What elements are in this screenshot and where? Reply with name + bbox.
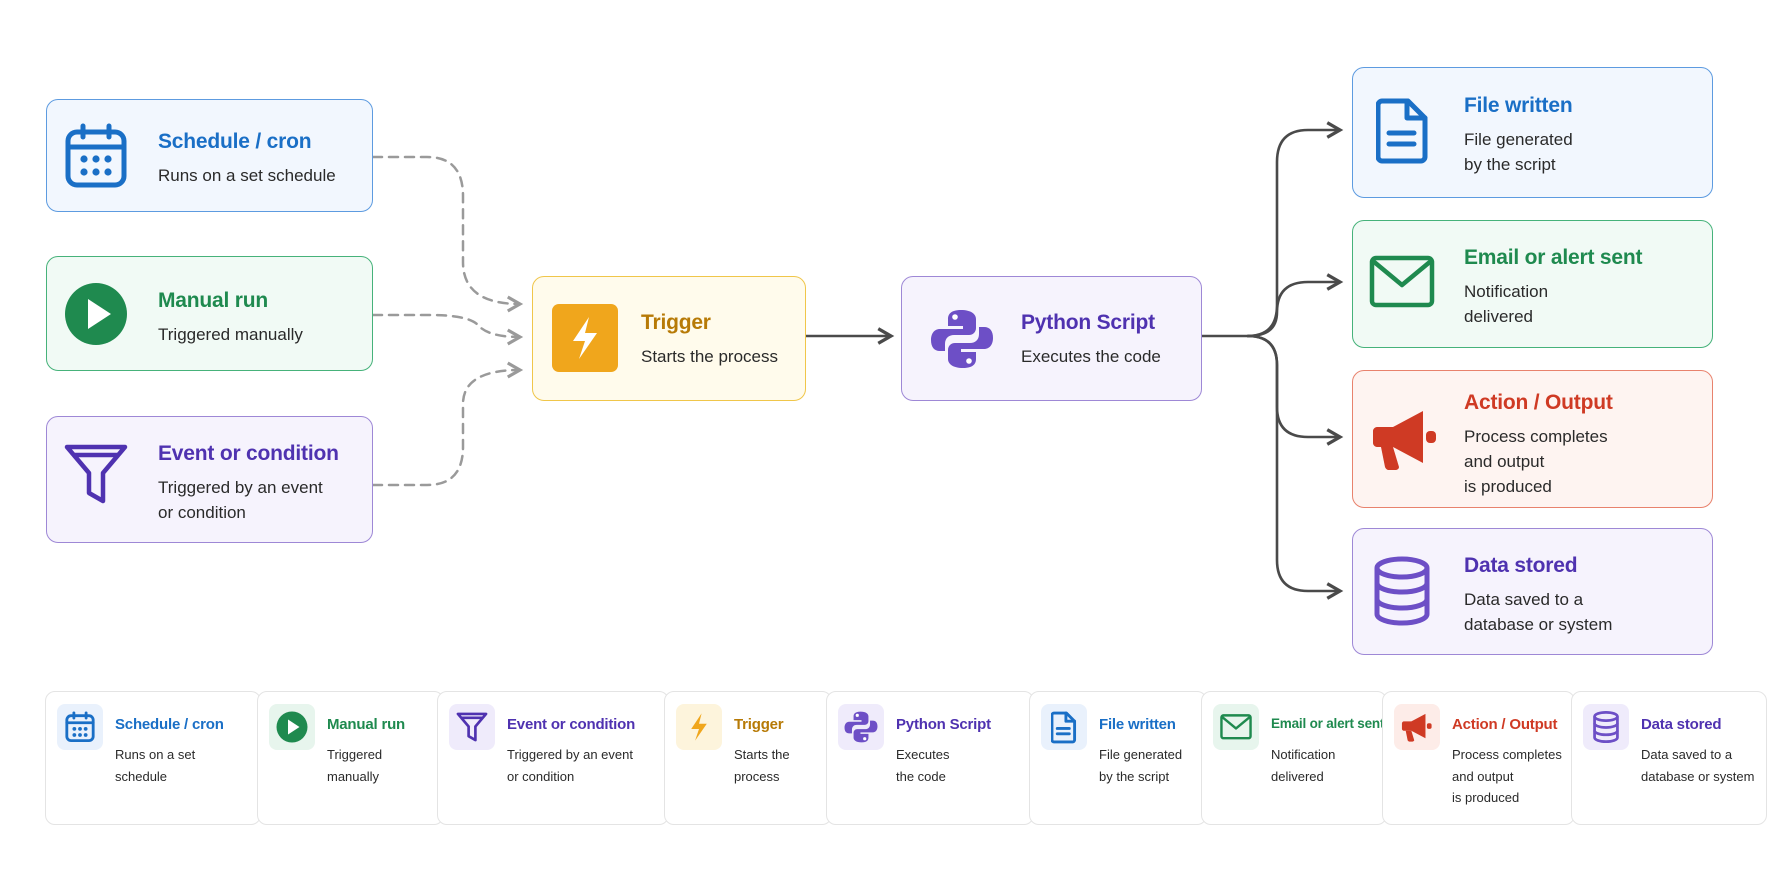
node-event-condition[interactable]: Event or condition Triggered by an event… (46, 416, 373, 543)
calendar-icon (57, 704, 103, 750)
envelope-icon (1213, 704, 1259, 750)
legend-item-file-written[interactable]: File written File generated by the scrip… (1029, 691, 1207, 825)
legend-title: Schedule / cron (115, 716, 224, 733)
legend-description: Triggered by an event or condition (507, 747, 633, 784)
play-icon (64, 282, 128, 346)
node-description: Runs on a set schedule (158, 166, 336, 185)
node-description: Process completes and output is produced (1464, 427, 1608, 496)
legend-description: Executes the code (896, 747, 950, 784)
legend-description: File generated by the script (1099, 747, 1183, 784)
node-title: File written (1464, 94, 1573, 117)
node-description: Starts the process (641, 347, 779, 366)
legend-description: Runs on a set schedule (115, 747, 196, 784)
node-description: Triggered manually (158, 325, 303, 344)
legend-item-action-output[interactable]: Action / Output Process completes and ou… (1382, 691, 1575, 825)
legend-title: Trigger (734, 716, 784, 733)
node-description: Executes the code (1021, 347, 1161, 366)
legend-title: Action / Output (1452, 716, 1558, 733)
connector-schedule-to-trigger (371, 155, 524, 313)
legend-title: Manual run (327, 716, 406, 733)
megaphone-icon (1394, 704, 1440, 750)
node-title: Action / Output (1464, 391, 1613, 414)
database-icon (1372, 556, 1432, 626)
legend-description: Notification delivered (1271, 747, 1336, 784)
legend-item-schedule-cron[interactable]: Schedule / cron Runs on a set schedule (45, 691, 261, 825)
python-icon (838, 704, 884, 750)
legend-item-manual-run[interactable]: Manual run Triggered manually (257, 691, 444, 825)
legend-title: Python Script (896, 716, 991, 733)
node-title: Event or condition (158, 442, 339, 465)
document-icon (1376, 97, 1430, 165)
node-title: Trigger (641, 311, 711, 334)
play-icon (269, 704, 315, 750)
legend-title: Email or alert sent (1271, 716, 1385, 731)
legend-strip: Schedule / cron Runs on a set schedule M… (45, 691, 1767, 827)
node-file-written[interactable]: File written File generated by the scrip… (1352, 67, 1713, 198)
node-action-output[interactable]: Action / Output Process completes and ou… (1352, 370, 1713, 508)
connector-script-to-email (1246, 273, 1344, 338)
envelope-icon (1369, 254, 1435, 310)
node-title: Python Script (1021, 311, 1155, 334)
node-email-alert[interactable]: Email or alert sent Notification deliver… (1352, 220, 1713, 348)
python-icon (930, 307, 994, 371)
node-description: Triggered by an event or condition (158, 478, 323, 522)
node-title: Manual run (158, 289, 269, 312)
legend-title: File written (1099, 716, 1176, 733)
document-icon (1041, 704, 1087, 750)
connector-script-to-file (1246, 121, 1344, 338)
calendar-icon (63, 122, 129, 190)
node-description: File generated by the script (1464, 130, 1573, 174)
lightning-icon (676, 704, 722, 750)
node-trigger[interactable]: Trigger Starts the process (532, 276, 806, 401)
funnel-icon (63, 441, 129, 507)
legend-title: Data stored (1641, 716, 1722, 733)
megaphone-icon (1371, 405, 1439, 473)
node-title: Data stored (1464, 554, 1578, 577)
legend-item-trigger[interactable]: Trigger Starts the process (664, 691, 832, 825)
node-python-script[interactable]: Python Script Executes the code (901, 276, 1202, 401)
node-schedule-cron[interactable]: Schedule / cron Runs on a set schedule (46, 99, 373, 212)
node-data-stored[interactable]: Data stored Data saved to a database or … (1352, 528, 1713, 655)
legend-description: Triggered manually (327, 747, 383, 784)
legend-item-event-condition[interactable]: Event or condition Triggered by an event… (437, 691, 669, 825)
legend-item-email-alert[interactable]: Email or alert sent Notification deliver… (1201, 691, 1387, 825)
node-description: Data saved to a database or system (1464, 590, 1613, 634)
connector-script-to-data (1246, 334, 1344, 600)
node-description: Notification delivered (1464, 282, 1549, 326)
connector-manual-to-trigger (371, 313, 524, 346)
legend-item-python-script[interactable]: Python Script Executes the code (826, 691, 1034, 825)
funnel-icon (449, 704, 495, 750)
node-title: Schedule / cron (158, 130, 312, 153)
lightning-icon (552, 304, 618, 372)
legend-title: Event or condition (507, 716, 636, 733)
node-manual-run[interactable]: Manual run Triggered manually (46, 256, 373, 371)
database-icon (1583, 704, 1629, 750)
legend-description: Starts the process (734, 747, 790, 784)
legend-item-data-stored[interactable]: Data stored Data saved to a database or … (1571, 691, 1767, 825)
connector-script-to-action (1246, 334, 1344, 446)
legend-description: Process completes and output is produced (1452, 747, 1562, 805)
legend-description: Data saved to a database or system (1641, 747, 1755, 784)
node-title: Email or alert sent (1464, 246, 1643, 269)
connector-event-to-trigger (371, 361, 524, 487)
